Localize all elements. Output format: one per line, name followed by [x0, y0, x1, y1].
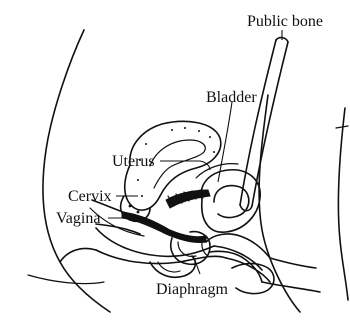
label-vagina: Vagina — [56, 210, 100, 227]
vagina-canal — [92, 200, 206, 243]
pelvic-floor — [90, 208, 270, 282]
label-cervix: Cervix — [68, 188, 112, 205]
label-bladder: Bladder — [206, 89, 257, 106]
label-diaphragm: Diaphragm — [156, 281, 229, 298]
label-uterus: Uterus — [112, 153, 155, 170]
thigh-outline — [259, 95, 348, 312]
label-pubic-bone: Public bone — [247, 13, 323, 30]
body-outline — [28, 30, 110, 312]
